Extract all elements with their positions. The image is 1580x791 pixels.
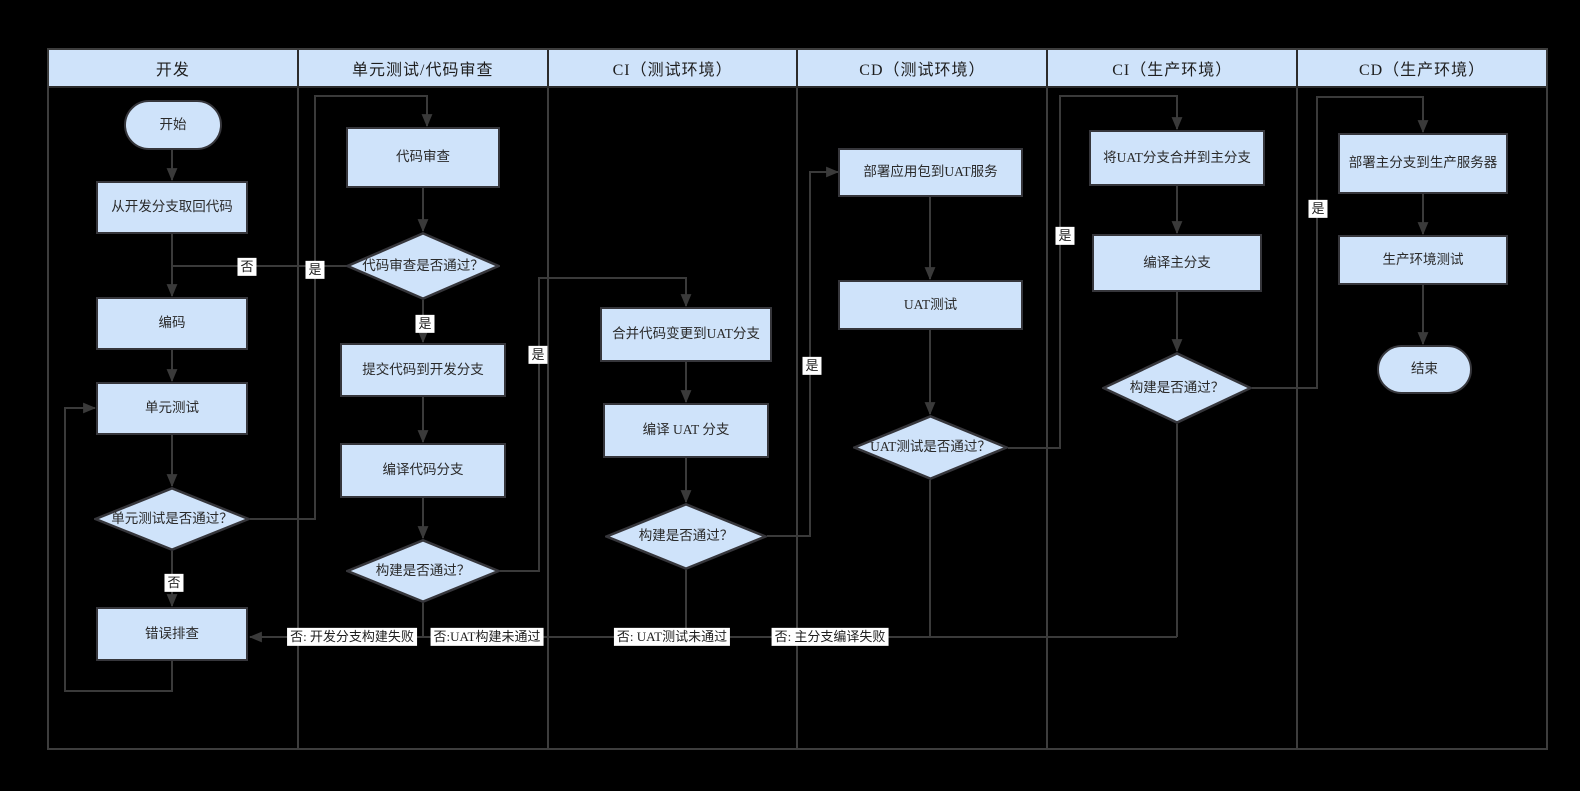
edge-label-no-uat-build-failed: 否:UAT构建未通过 (430, 627, 544, 647)
edge-label-yes-uat-build: 是 (802, 356, 822, 376)
lane-header-unittest-review: 单元测试/代码审查 (298, 50, 549, 88)
edge-label-yes-review: 是 (415, 314, 435, 334)
edge-label-yes-uat-test: 是 (1055, 226, 1075, 246)
node-unit-test-pass-decision: 单元测试是否通过？ (94, 487, 250, 551)
lane-header-cd-test: CD（测试环境） (798, 50, 1049, 88)
node-compile-main: 编译主分支 (1092, 234, 1262, 292)
node-uat-test-pass-decision: UAT测试是否通过？ (853, 415, 1008, 480)
node-unit-test: 单元测试 (96, 382, 248, 435)
node-prod-test: 生产环境测试 (1338, 235, 1508, 285)
node-compile-uat: 编译 UAT 分支 (603, 403, 769, 458)
lane-header-row: 开发 单元测试/代码审查 CI（测试环境） CD（测试环境） CI（生产环境） … (49, 50, 1546, 88)
node-deploy-prod: 部署主分支到生产服务器 (1338, 133, 1508, 194)
node-start: 开始 (124, 100, 222, 150)
node-main-build-pass-decision: 构建是否通过？ (1102, 352, 1252, 424)
lane-header-cd-prod: CD（生产环境） (1298, 50, 1546, 88)
edge-label-no-unittest: 否 (164, 573, 184, 593)
lane-header-dev: 开发 (49, 50, 299, 88)
node-merge-main: 将UAT分支合并到主分支 (1089, 130, 1265, 186)
node-troubleshoot: 错误排查 (96, 607, 248, 661)
node-commit-dev: 提交代码到开发分支 (340, 343, 506, 397)
node-code-review: 代码审查 (346, 127, 500, 188)
lane-body (49, 88, 1546, 748)
edge-label-no-review: 否 (237, 257, 257, 277)
edge-label-no-dev-build-failed: 否: 开发分支构建失败 (287, 627, 417, 647)
node-compile-dev: 编译代码分支 (340, 443, 506, 498)
node-dev-build-pass-decision: 构建是否通过？ (346, 539, 500, 603)
lane-header-ci-test: CI（测试环境） (548, 50, 799, 88)
node-end: 结束 (1377, 345, 1472, 394)
node-uat-test: UAT测试 (838, 280, 1023, 330)
node-merge-uat: 合并代码变更到UAT分支 (600, 307, 772, 362)
swimlane-table: 开发 单元测试/代码审查 CI（测试环境） CD（测试环境） CI（生产环境） … (47, 48, 1548, 750)
edge-label-yes-dev-build: 是 (528, 345, 548, 365)
lane-col-ci-prod (1048, 88, 1299, 748)
edge-label-no-uat-test-failed: 否: UAT测试未通过 (613, 627, 731, 647)
node-uat-build-pass-decision: 构建是否通过？ (605, 503, 767, 570)
node-review-pass-decision: 代码审查是否通过？ (346, 232, 500, 300)
edge-label-yes-main-build: 是 (1308, 199, 1328, 219)
edge-label-yes-unittest: 是 (305, 260, 325, 280)
edge-label-no-main-compile-failed: 否: 主分支编译失败 (771, 627, 889, 647)
node-deploy-uat: 部署应用包到UAT服务 (838, 148, 1023, 197)
lane-header-ci-prod: CI（生产环境） (1048, 50, 1299, 88)
node-fetch-code: 从开发分支取回代码 (96, 181, 248, 234)
node-coding: 编码 (96, 297, 248, 350)
